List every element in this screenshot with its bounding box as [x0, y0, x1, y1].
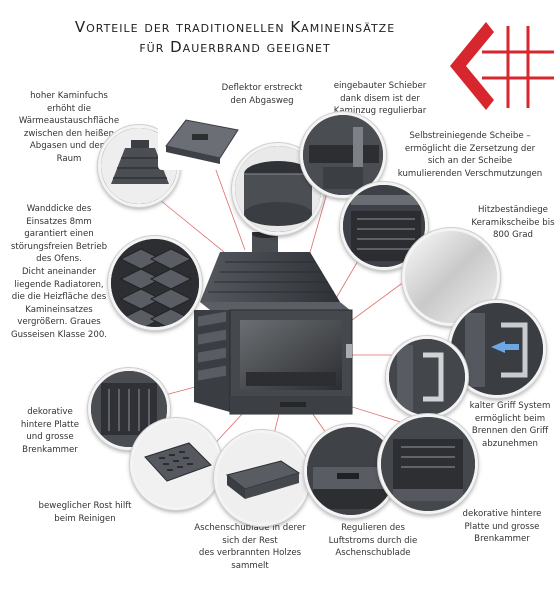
back-plate-right-icon [378, 414, 478, 514]
fireplace-insert-icon [194, 232, 353, 415]
handle-detail-icon [386, 336, 468, 418]
ash-drawer-icon [214, 430, 310, 526]
deflektor-plate-icon [158, 108, 240, 170]
label-scheibe: Selbstreiniegende Scheibe –ermöglicht di… [397, 131, 543, 179]
radiator-ribs-icon [108, 236, 202, 330]
logo-mark-icon [450, 22, 554, 110]
page-title-line1: Vorteile der traditionellen Kamineinsätz… [74, 18, 396, 36]
page-title-line2: für Dauerbrand geeignet [139, 38, 331, 56]
grate-icon [130, 418, 222, 510]
schieber-detail-icon [300, 112, 386, 198]
back-plate-left-icon [88, 368, 170, 450]
